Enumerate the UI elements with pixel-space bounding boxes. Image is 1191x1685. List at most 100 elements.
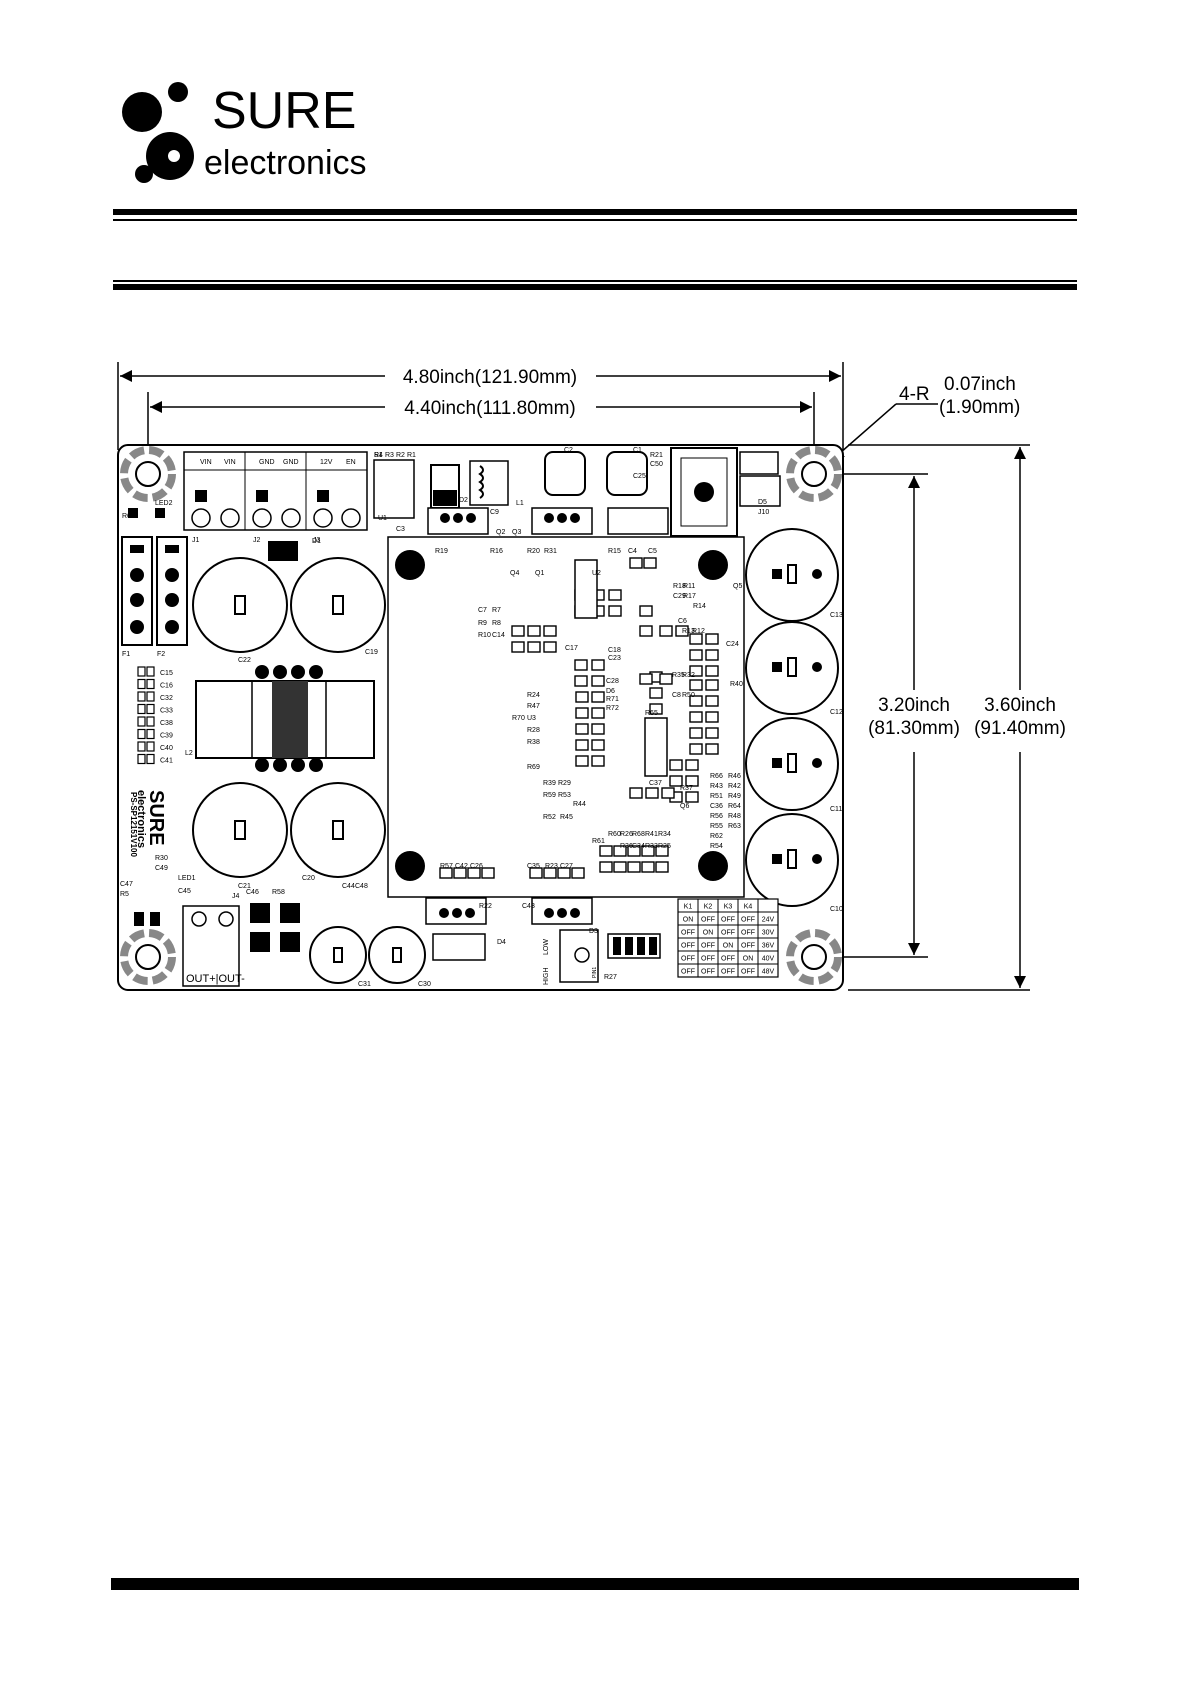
smd-pad [146, 741, 155, 752]
header-rule-bottom-thin [113, 280, 1077, 282]
component-label: R21 [650, 452, 663, 459]
component-label: Q5 [733, 583, 742, 590]
switch-cell: OFF [741, 930, 755, 937]
component-label: R33 [645, 843, 658, 850]
cap-label: C32 [160, 695, 173, 702]
component-label: R2 [396, 452, 405, 459]
component-label: C3 [396, 526, 405, 533]
component-label: Q3 [512, 529, 521, 536]
cap-label: C16 [160, 683, 173, 690]
component-label: C6 [678, 618, 687, 625]
smd-pad [705, 727, 719, 739]
terminal-label: EN [346, 459, 356, 466]
inductor-id: L1 [516, 500, 524, 507]
smd-pad [689, 679, 703, 691]
fuse-holders: F1 F2 [121, 536, 188, 658]
header-rule-bottom [113, 284, 1077, 290]
smd-pad [613, 861, 627, 873]
smd-pad [685, 791, 699, 803]
inductor-l2: L2 [185, 665, 375, 772]
svg-text:PS-SP12151V100: PS-SP12151V100 [129, 792, 138, 857]
component-label: R10 [478, 632, 491, 639]
bottom-components: OUT+|OUT- J4 C31 C30 LOW HIGH PIN1 [134, 893, 661, 988]
component-label: R18 [673, 583, 686, 590]
component-label: D1 [312, 538, 321, 545]
component-label: R17 [683, 593, 696, 600]
component-label: R48 [728, 813, 741, 820]
component-label: R5 [120, 891, 129, 898]
component-label: R16 [490, 548, 503, 555]
mounting-hole-icon [786, 446, 842, 502]
smd-pad [655, 845, 669, 857]
switch-cell: OFF [681, 943, 695, 950]
cap-id: C11 [830, 806, 842, 813]
smd-pad [689, 727, 703, 739]
component-label: R50 [682, 692, 695, 699]
smd-pad [629, 557, 643, 569]
smd-pad [481, 867, 495, 879]
footer-rule [111, 1578, 1079, 1590]
component-label: R61 [592, 838, 605, 845]
component-label: R31 [544, 548, 557, 555]
pcb-inner-area [387, 536, 745, 898]
component-label: R52 [543, 814, 556, 821]
header-rule-top-thin [113, 219, 1077, 221]
component-label: R25 [658, 843, 671, 850]
component-label: D3 [589, 928, 598, 935]
output-terminal-label: OUT+|OUT- [186, 973, 245, 985]
switch-cell: OFF [681, 930, 695, 937]
switch-cell: OFF [681, 969, 695, 976]
switch-cell: OFF [721, 917, 735, 924]
corner-radius-count: 4-R [899, 384, 930, 405]
component-label: R72 [606, 705, 619, 712]
switch-cell: OFF [701, 969, 715, 976]
component-label: R47 [527, 703, 540, 710]
silk-brand-sub: electronics [135, 790, 147, 848]
smd-pad [439, 867, 453, 879]
smd-pad [511, 641, 525, 653]
smd-pad [661, 787, 675, 799]
smd-pad [591, 755, 605, 767]
silk-logo: SURE electronics [135, 790, 167, 848]
component-label: C50 [650, 461, 663, 468]
smd-pad [575, 755, 589, 767]
component-label: R39 [543, 780, 556, 787]
component-label: R15 [608, 548, 621, 555]
component-label: R53 [558, 792, 571, 799]
smd-pad [543, 641, 557, 653]
component-label: D5 [758, 499, 767, 506]
component-label: R32 [682, 672, 695, 679]
mounting-hole-icon [120, 446, 176, 502]
component-label: J10 [758, 509, 769, 516]
component-label: R4 [374, 452, 383, 459]
cap-label: C41 [160, 758, 173, 765]
component-label: R58 [272, 889, 285, 896]
smd-pad [705, 679, 719, 691]
smd-pad [543, 625, 557, 637]
component-label: Q2 [496, 529, 505, 536]
smd-pad [641, 861, 655, 873]
smd-pad [705, 665, 719, 677]
ic-chip [644, 717, 668, 777]
smd-pad [639, 605, 653, 617]
terminal-id: J3 [313, 537, 321, 544]
cap-label: C40 [160, 745, 173, 752]
component-label: R38 [527, 739, 540, 746]
component-label: C46 [246, 889, 259, 896]
component-label: R30 [155, 855, 168, 862]
smd-pad [574, 675, 588, 687]
pot-pin: PIN1 [592, 967, 598, 978]
dimension-corner-radius: 4-R 0.07inch (1.90mm) [831, 374, 1020, 461]
smd-pad [689, 665, 703, 677]
smd-pad [575, 723, 589, 735]
brand-logo: SURE electronics [114, 70, 376, 190]
component-label: R13 [682, 628, 695, 635]
capacitors-large-left: C22 C19 C21 C20 [192, 557, 386, 890]
component-label: C43 [522, 903, 535, 910]
smd-pad [689, 649, 703, 661]
smd-pad [685, 759, 699, 771]
component-label: R42 [728, 783, 741, 790]
switch-cell: OFF [741, 943, 755, 950]
